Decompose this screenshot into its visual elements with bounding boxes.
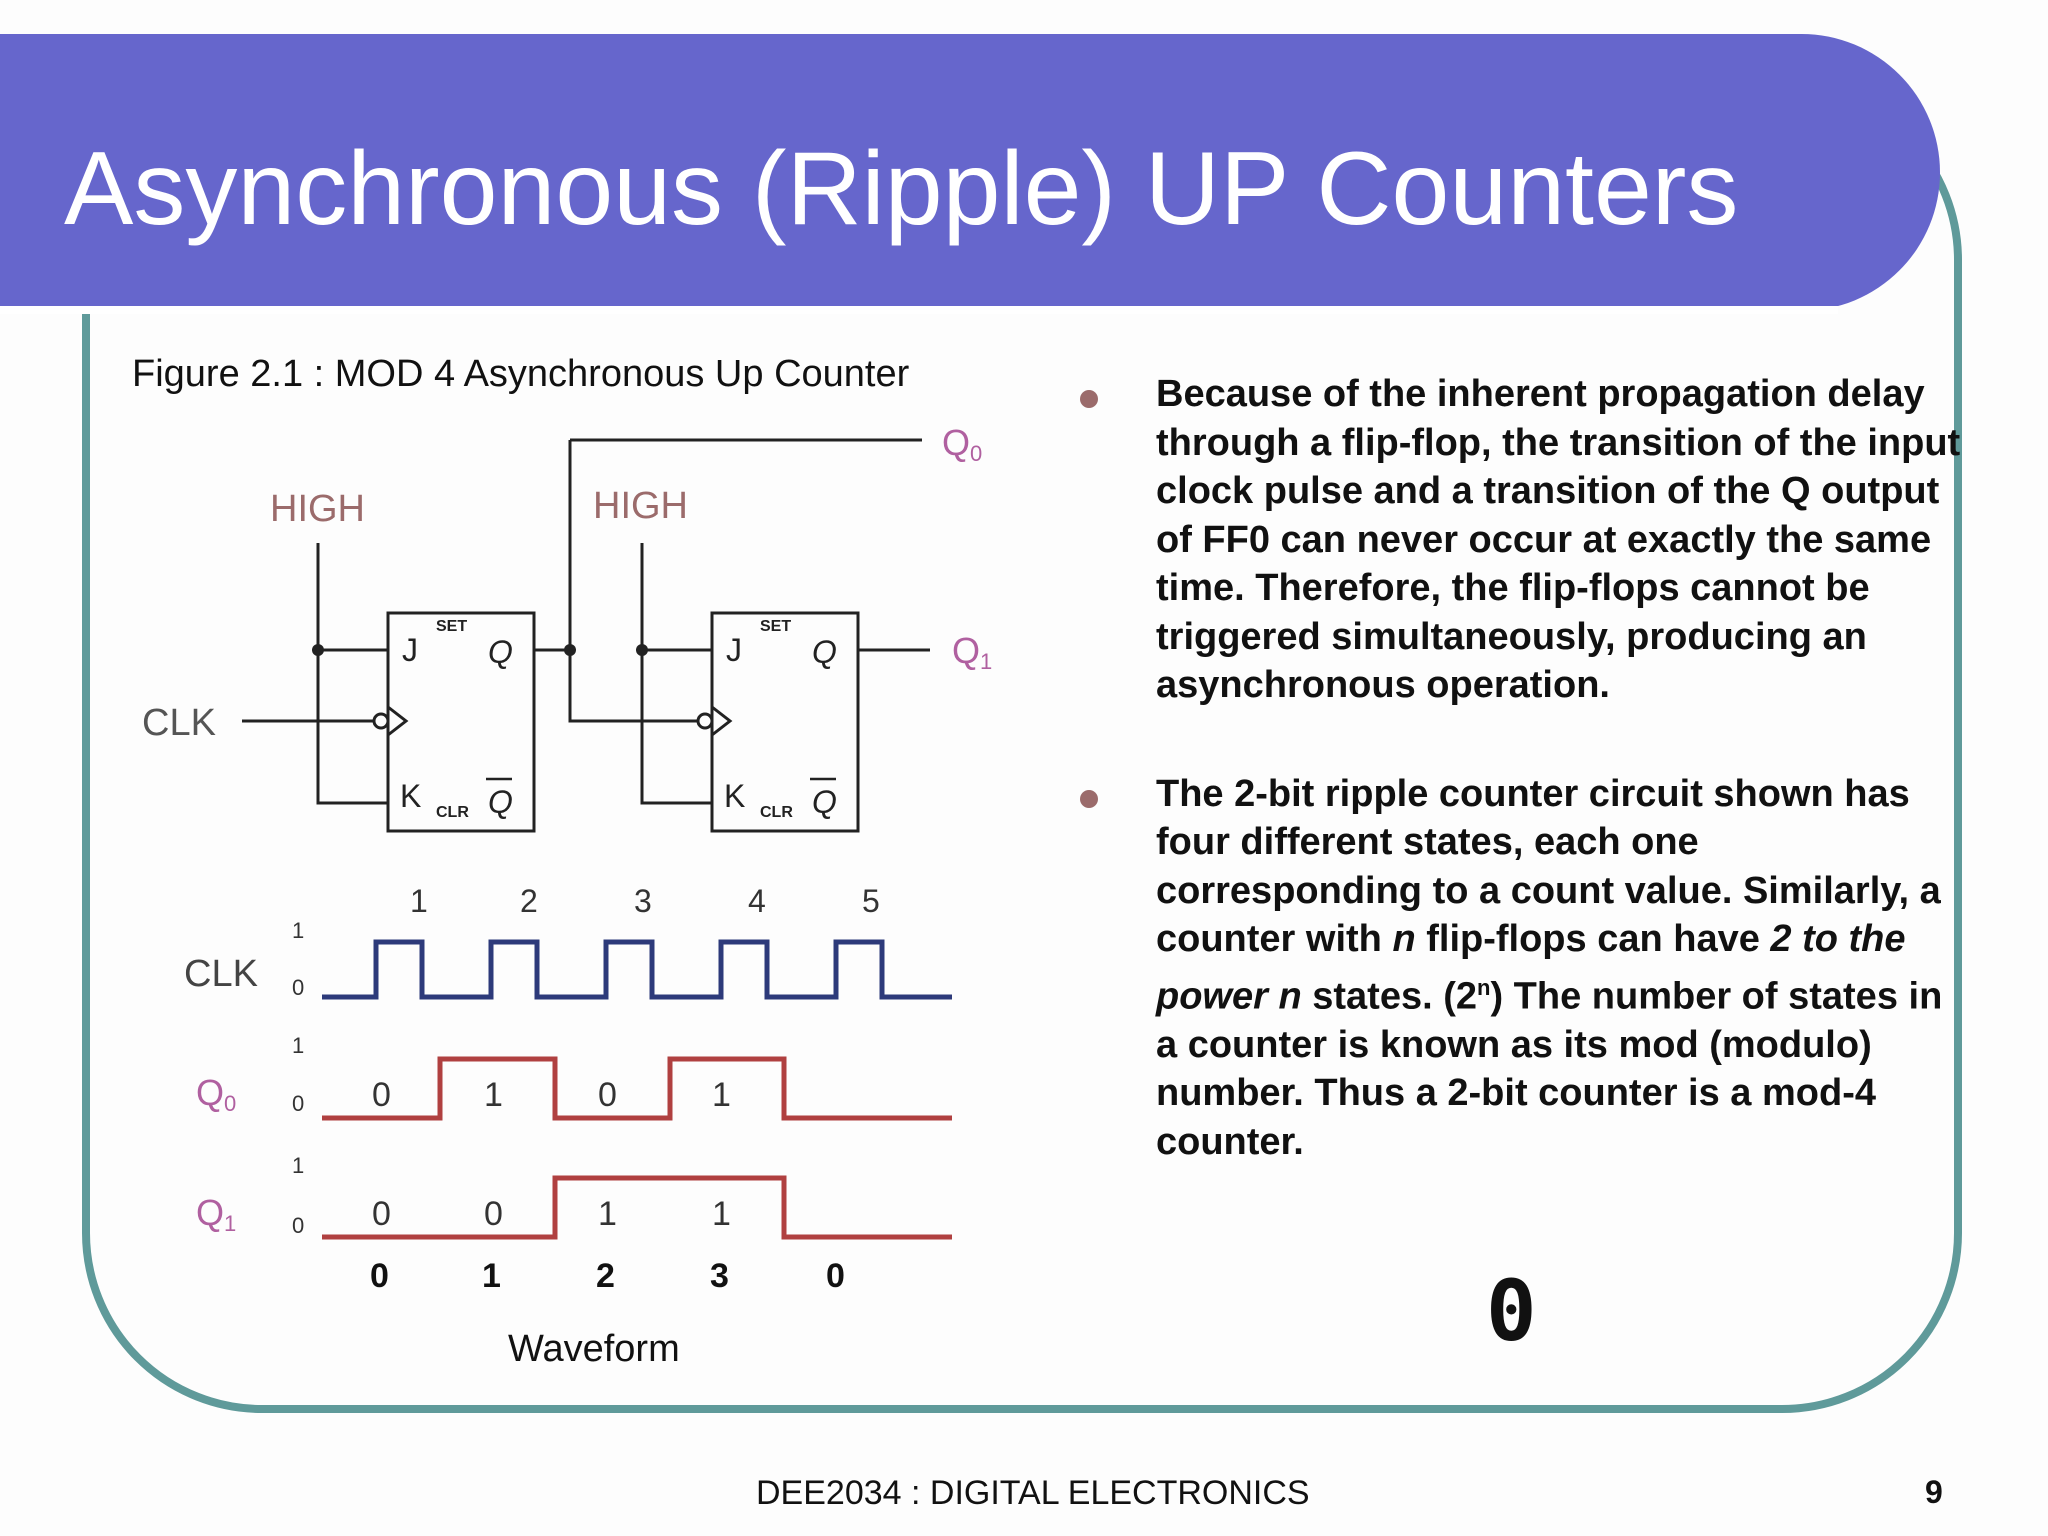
ff1-set-pin: SET — [760, 618, 791, 635]
count-value: 2 — [596, 1257, 615, 1295]
ff0-clock-triangle — [387, 705, 409, 737]
pulse-number: 4 — [748, 883, 766, 919]
bullet-item: Because of the inherent propagation dela… — [1070, 370, 1970, 710]
q1-value: 1 — [598, 1195, 617, 1233]
q1-waveform — [322, 1175, 952, 1240]
wave-q0-label: Q0 — [196, 1072, 236, 1116]
level-high: 1 — [292, 918, 304, 943]
ff1-clr-pin: CLR — [760, 804, 793, 821]
count-value: 1 — [482, 1257, 501, 1295]
level-high: 1 — [292, 1153, 304, 1178]
bullet-item: The 2-bit ripple counter circuit shown h… — [1070, 770, 1970, 1167]
q0-output-label: Q0 — [942, 422, 982, 466]
q1-values: 0 0 1 1 — [372, 1195, 731, 1233]
high-2-wire — [640, 543, 712, 805]
level-low: 0 — [292, 1213, 304, 1238]
ff0-j-pin: J — [402, 632, 418, 668]
bullet-text: The 2-bit ripple counter circuit shown h… — [1156, 772, 1943, 1163]
title-underline — [0, 306, 1838, 314]
ff0-clr-pin: CLR — [436, 804, 469, 821]
clk-input-label: CLK — [142, 702, 216, 744]
pulse-number: 2 — [520, 883, 538, 919]
counter-diagram: HIGH HIGH CLK Q0 Q1 J SET Q K CLR Q J SE… — [142, 422, 992, 1295]
pulse-number: 3 — [634, 883, 652, 919]
figure-caption: Figure 2.1 : MOD 4 Asynchronous Up Count… — [132, 353, 910, 395]
ff1-qbar-pin: Q — [812, 784, 837, 820]
slide-footer: DEE2034 : DIGITAL ELECTRONICS — [756, 1474, 1310, 1512]
q0-values: 0 1 0 1 — [372, 1076, 731, 1114]
stray-zero-glyph: 0 — [1486, 1262, 1537, 1360]
pulse-number: 1 — [410, 883, 428, 919]
level-markers: 1 0 1 0 1 0 — [292, 918, 304, 1238]
q1-value: 0 — [484, 1195, 503, 1233]
ff0-qbar-pin: Q — [488, 784, 513, 820]
bullet-text: Because of the inherent propagation dela… — [1156, 373, 1961, 706]
ff0-clock-bubble — [372, 712, 390, 730]
q0-value: 1 — [484, 1076, 503, 1114]
circuit-wiring — [242, 438, 930, 833]
level-low: 0 — [292, 975, 304, 1000]
junction-dots — [312, 644, 648, 656]
high-label-2: HIGH — [593, 485, 688, 527]
ff0-k-pin: K — [400, 778, 421, 814]
waveform-caption: Waveform — [508, 1328, 680, 1370]
wave-q1-label: Q1 — [196, 1192, 236, 1236]
count-value: 0 — [826, 1257, 845, 1295]
slide-title: Asynchronous (Ripple) UP Counters — [64, 131, 1739, 247]
high-1-wire — [316, 543, 388, 805]
level-low: 0 — [292, 1091, 304, 1116]
q1-value: 0 — [372, 1195, 391, 1233]
bullet-dot — [1080, 789, 1098, 808]
level-high: 1 — [292, 1033, 304, 1058]
page-number: 9 — [1925, 1474, 1943, 1510]
wave-clk-label: CLK — [184, 953, 258, 995]
ff1-clock-triangle — [711, 705, 733, 737]
ff0-q-pin: Q — [488, 634, 513, 670]
bullet-dot — [1080, 390, 1098, 408]
pulse-number: 5 — [862, 883, 880, 919]
ff1-q-pin: Q — [812, 634, 837, 670]
ff1-clock-bubble — [696, 712, 714, 730]
high-label-1: HIGH — [270, 488, 365, 530]
pulse-numbers: 1 2 3 4 5 — [410, 883, 880, 919]
q0-value: 0 — [598, 1076, 617, 1114]
title-band: Asynchronous (Ripple) UP Counters — [0, 34, 1940, 314]
q0-to-ff1-clock — [568, 440, 698, 723]
ff0-set-pin: SET — [436, 618, 467, 635]
ff1-k-pin: K — [724, 778, 745, 814]
q1-output-label: Q1 — [952, 630, 992, 674]
ff1-j-pin: J — [726, 632, 742, 668]
q1-value: 1 — [712, 1195, 731, 1233]
clk-waveform — [322, 939, 952, 1000]
q0-waveform — [322, 1056, 952, 1121]
q0-value: 0 — [372, 1076, 391, 1114]
count-values: 0 1 2 3 0 — [370, 1257, 845, 1295]
count-value: 0 — [370, 1257, 389, 1295]
count-value: 3 — [710, 1257, 729, 1295]
bullet-list: Because of the inherent propagation dela… — [1070, 370, 1970, 1226]
q0-value: 1 — [712, 1076, 731, 1114]
